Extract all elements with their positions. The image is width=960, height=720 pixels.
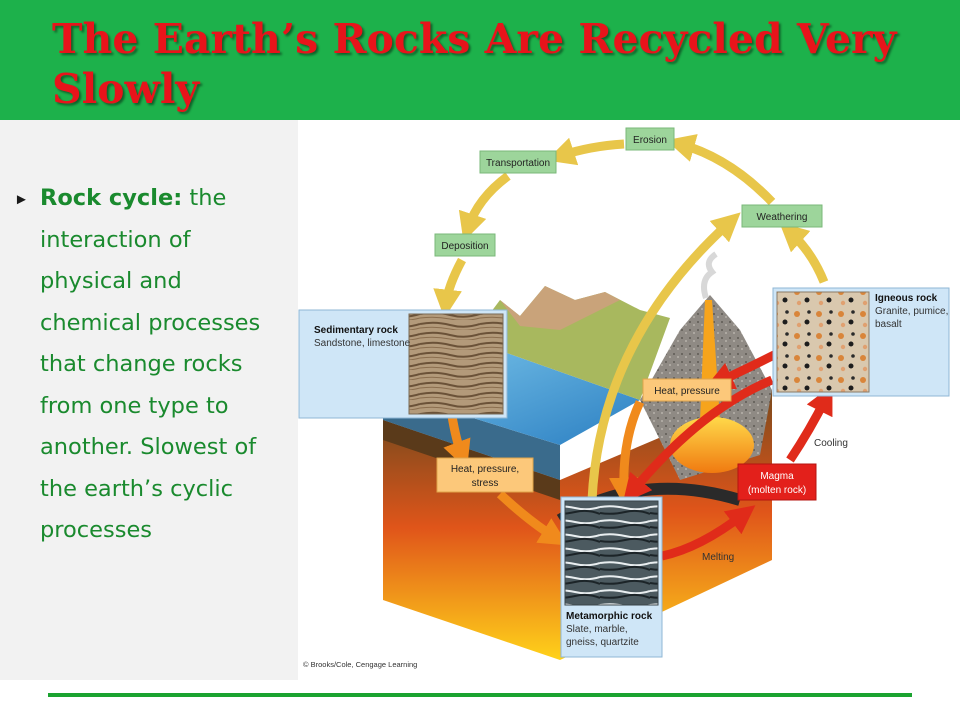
sedimentary-rock-panel: Sedimentary rock Sandstone, limestone bbox=[298, 309, 508, 419]
weathering-label: Weathering bbox=[741, 204, 823, 228]
weathering-text: Weathering bbox=[757, 212, 808, 223]
bullet-term: Rock cycle: bbox=[40, 185, 183, 211]
bullet-definition: the interaction of physical and chemical… bbox=[40, 185, 261, 543]
igneous-rock-name: Igneous rock bbox=[875, 293, 938, 304]
magma-label: Magma (molten rock) bbox=[737, 463, 817, 501]
igneous-rock-examples-1: Granite, pumice, bbox=[875, 306, 948, 317]
heat-pressure-stress-text-1: Heat, pressure, bbox=[451, 464, 519, 475]
heat-pressure-text: Heat, pressure bbox=[654, 386, 720, 397]
igneous-rock-examples-2: basalt bbox=[875, 319, 902, 330]
cooling-text: Cooling bbox=[814, 438, 848, 449]
sedimentary-rock-examples: Sandstone, limestone bbox=[314, 338, 411, 349]
slide-title: The Earth’s Rocks Are Recycled Very Slow… bbox=[52, 15, 897, 113]
magma-text-2: (molten rock) bbox=[748, 485, 806, 496]
igneous-rock-panel: Igneous rock Granite, pumice, basalt bbox=[772, 287, 950, 397]
melting-text: Melting bbox=[702, 552, 734, 563]
transportation-text: Transportation bbox=[486, 158, 550, 169]
heat-pressure-stress-label: Heat, pressure, stress bbox=[436, 457, 534, 493]
metamorphic-rock-examples-2: gneiss, quartzite bbox=[566, 637, 639, 648]
copyright-credit: © Brooks/Cole, Cengage Learning bbox=[303, 660, 417, 669]
erosion-text: Erosion bbox=[633, 135, 667, 146]
bullet-point: Rock cycle: the interaction of physical … bbox=[40, 178, 288, 552]
text-panel bbox=[0, 120, 298, 680]
transportation-label: Transportation bbox=[479, 150, 557, 174]
bullet-arrow-icon: ► bbox=[14, 191, 29, 208]
erosion-label: Erosion bbox=[625, 127, 675, 151]
sedimentary-rock-name: Sedimentary rock bbox=[314, 325, 398, 336]
heat-pressure-label: Heat, pressure bbox=[642, 378, 732, 402]
deposition-label: Deposition bbox=[434, 233, 496, 257]
magma-text-1: Magma bbox=[760, 471, 794, 482]
title-bar: The Earth’s Rocks Are Recycled Very Slow… bbox=[0, 0, 960, 120]
rock-cycle-diagram: Erosion Transportation Weathering Deposi… bbox=[298, 127, 950, 669]
bottom-divider bbox=[48, 693, 912, 697]
heat-pressure-stress-text-2: stress bbox=[472, 478, 499, 489]
metamorphic-rock-panel: Metamorphic rock Slate, marble, gneiss, … bbox=[560, 496, 663, 658]
metamorphic-rock-name: Metamorphic rock bbox=[566, 611, 653, 622]
deposition-text: Deposition bbox=[441, 241, 488, 252]
metamorphic-rock-examples-1: Slate, marble, bbox=[566, 624, 628, 635]
